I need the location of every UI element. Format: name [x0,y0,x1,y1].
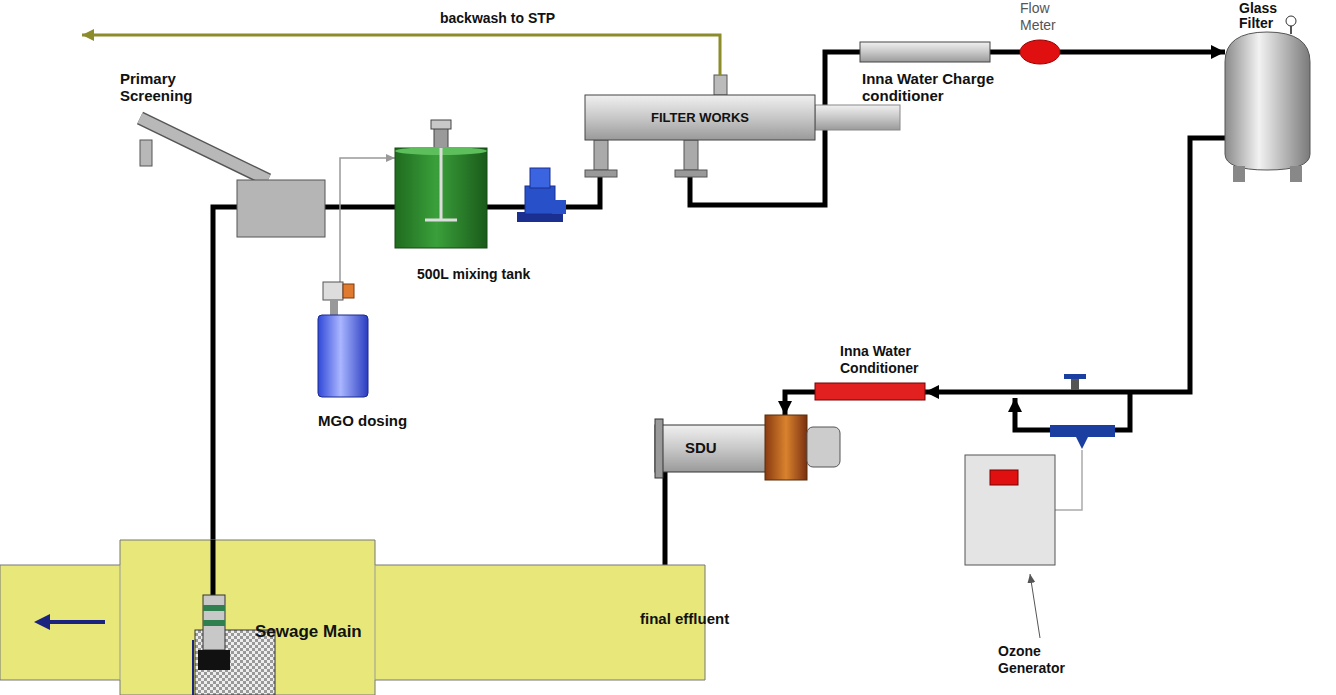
node-shape [860,42,990,62]
node-label: Inna Water Conditioner [840,343,940,377]
drawn-path [0,540,705,695]
node-label: Inna Water Charge conditioner [862,70,1012,104]
drawn-rect [203,620,225,626]
flow-meter: Flow Meter [1020,40,1060,64]
drawn-path [140,118,268,180]
drawn-path [425,148,457,220]
pipe-connector [925,138,1225,392]
node-label: Glass Filter [1239,1,1289,31]
node-label: Flow Meter [1020,0,1070,34]
drawn-rect [323,282,343,300]
node-label: FILTER WORKS [585,95,815,140]
node-shape [237,180,325,237]
node-shape [655,415,840,480]
water-conditioner: Inna Water Conditioner [815,383,925,400]
drawn-rect [203,605,225,611]
drawn-rect [965,455,1055,565]
node-label: Sewage Main [255,622,362,642]
leader-line [1030,574,1040,638]
drawn-rect [585,170,617,177]
drawn-path [1076,437,1088,449]
node-label: SDU [685,439,717,456]
drawn-rect [1071,378,1079,390]
drawn-rect [1233,166,1245,182]
screening-box: Primary Screening [237,180,325,237]
filter-works-fittings [585,75,900,177]
sdu-unit: SDU [655,415,840,480]
drawn-rect [525,186,555,214]
screening-conveyor [140,118,268,180]
drawn-circle [1286,16,1296,26]
dosing-line [340,158,395,282]
drawn-rect [655,425,767,472]
pipe-connector [990,50,1020,55]
transfer-pump [517,168,566,222]
node-label: Ozone Generator [998,643,1093,677]
drawn-rect [990,470,1018,485]
pipe-connector [1060,50,1225,55]
drawn-rect [815,383,925,400]
drawn-rect [585,95,815,140]
node-shape [965,455,1055,565]
drawn-rect [530,168,550,188]
annotation-label: final effluent [640,610,729,627]
drawn-rect [343,284,354,298]
drawn-path [192,640,194,695]
drawn-rect [684,140,698,170]
drawn-rect [807,427,840,467]
drawn-path [48,620,105,624]
charge-conditioner: Inna Water Charge conditioner [860,42,990,62]
node-shape [318,282,368,397]
drawn-rect [552,200,566,214]
drawn-rect [860,42,990,62]
drawn-path [1290,26,1292,34]
drawn-rect [203,595,225,650]
backwash-line [82,35,720,75]
drawn-path [34,614,50,630]
drawn-rect [1064,374,1086,379]
annotation-label: backwash to STP [440,10,555,26]
drawn-path [1055,450,1082,510]
node-shape [1225,32,1310,182]
drawn-ellipse [1020,40,1060,64]
pipe-connector [325,205,395,210]
sewage-main-pipe: Sewage Main [0,540,705,695]
node-label: MGO dosing [318,412,407,429]
drawn-rect [1290,166,1302,182]
node-shape [0,540,705,695]
drawn-path [211,540,216,600]
drawn-rect [714,75,727,95]
drawn-rect [395,148,487,248]
ozone-generator: Ozone Generator [965,455,1055,565]
drawn-rect [815,105,900,130]
drawn-rect [198,650,230,670]
node-shape [395,148,487,248]
node-shape [1020,40,1060,64]
pipe-connector [785,392,815,415]
glass-filter: Glass Filter [1225,32,1310,182]
dosing-tank: MGO dosing [318,282,368,397]
drawn-rect [594,140,608,170]
drawn-rect [431,120,451,129]
node-label: 500L mixing tank [417,266,530,283]
drawn-path [1015,392,1130,430]
node-shape [815,383,925,400]
drawn-path [1225,32,1310,170]
drawn-rect [434,128,448,150]
filter-unit: FILTER WORKS [585,95,815,140]
pipe-connector [213,207,237,540]
drawn-rect [318,315,368,397]
drawn-rect [237,180,325,237]
drawn-rect [675,170,707,177]
mixing-tank: 500L mixing tank [395,148,487,248]
drawn-rect [765,415,807,480]
node-label: Primary Screening [120,70,215,104]
drawn-rect [1050,425,1115,437]
drawn-rect [655,419,663,478]
drawn-rect [140,140,152,166]
drawn-path [140,118,268,180]
drawn-rect [330,300,338,315]
mixer-motor [431,120,451,150]
